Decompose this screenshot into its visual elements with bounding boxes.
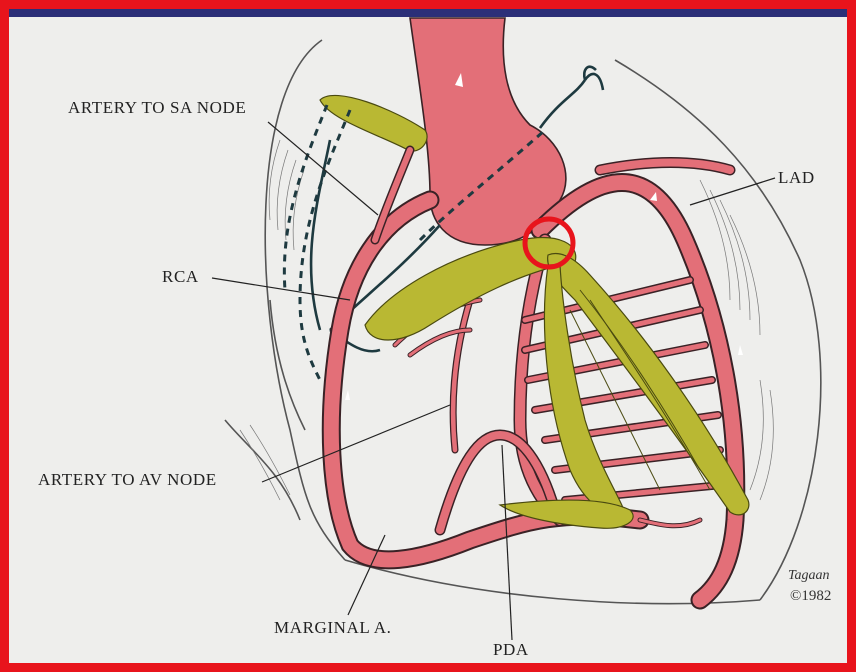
label-marginal-artery: MARGINAL A. bbox=[274, 618, 391, 638]
label-lad: LAD bbox=[778, 168, 815, 188]
copyright-year: ©1982 bbox=[790, 588, 831, 605]
aorta bbox=[410, 18, 566, 245]
artist-signature: Tagaan bbox=[788, 568, 830, 584]
label-artery-to-sa-node: ARTERY TO SA NODE bbox=[68, 98, 246, 118]
sa-node-muscle bbox=[320, 95, 427, 151]
label-artery-to-av-node: ARTERY TO AV NODE bbox=[38, 470, 217, 490]
label-rca: RCA bbox=[162, 267, 199, 287]
label-pda: PDA bbox=[493, 640, 529, 660]
